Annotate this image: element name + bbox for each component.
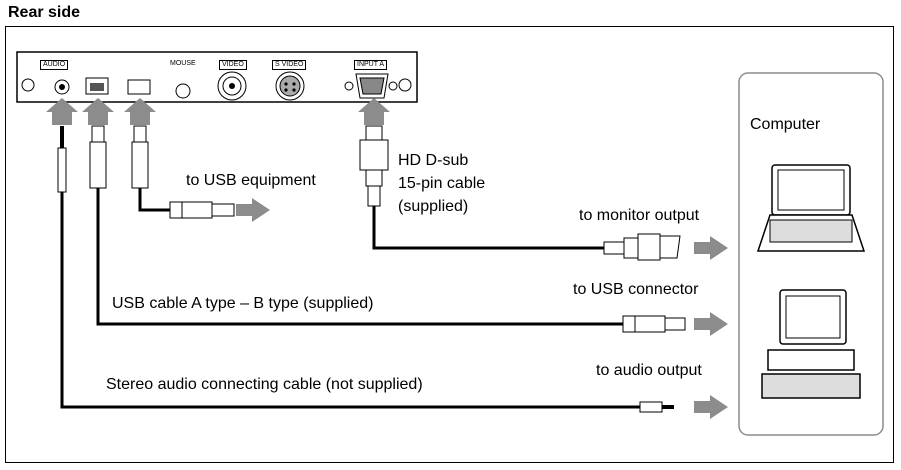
laptop-icon xyxy=(756,164,866,252)
mouse-port-label: MOUSE xyxy=(170,60,196,67)
s-video-port xyxy=(275,71,305,101)
screw-hole-right xyxy=(398,78,412,92)
usb-equipment-label: to USB equipment xyxy=(186,172,316,189)
audio-port-label: AUDIO xyxy=(40,60,69,70)
hd-dsub-label-2: 15-pin cable xyxy=(398,175,486,192)
screw-hole-left xyxy=(21,78,35,92)
usb-equipment-cable xyxy=(131,125,235,219)
vga-cable xyxy=(359,125,681,261)
video-port xyxy=(217,71,247,101)
hd-dsub-label-3: (supplied) xyxy=(398,198,469,215)
usb-a-port xyxy=(127,79,151,95)
audio-cable-label: Stereo audio connecting cable (not suppl… xyxy=(106,376,423,393)
computer-box xyxy=(738,72,884,436)
audio-cable xyxy=(57,126,674,413)
audio-output-label: to audio output xyxy=(596,362,702,379)
input-a-port-label: INPUT A xyxy=(354,60,388,70)
usb-b-port xyxy=(85,77,109,95)
diagram-frame xyxy=(5,26,894,463)
panel-arrows xyxy=(46,98,390,125)
audio-jack-port xyxy=(54,79,70,95)
video-port-label: VIDEO xyxy=(219,60,247,70)
output-arrows xyxy=(236,198,728,419)
input-a-port xyxy=(344,73,398,99)
usb-connector-label: to USB connector xyxy=(573,281,699,298)
rear-panel xyxy=(16,51,418,103)
computer-label: Computer xyxy=(750,116,821,133)
usb-ab-cable xyxy=(89,125,686,333)
monitor-output-label: to monitor output xyxy=(579,207,700,224)
desktop-computer-icon xyxy=(761,289,861,399)
diagram-title: Rear side xyxy=(8,4,81,21)
mouse-port xyxy=(175,83,191,99)
s-video-port-label: S VIDEO xyxy=(272,60,307,70)
usb-cable-label: USB cable A type – B type (supplied) xyxy=(112,295,374,312)
hd-dsub-label-1: HD D-sub xyxy=(398,152,469,169)
